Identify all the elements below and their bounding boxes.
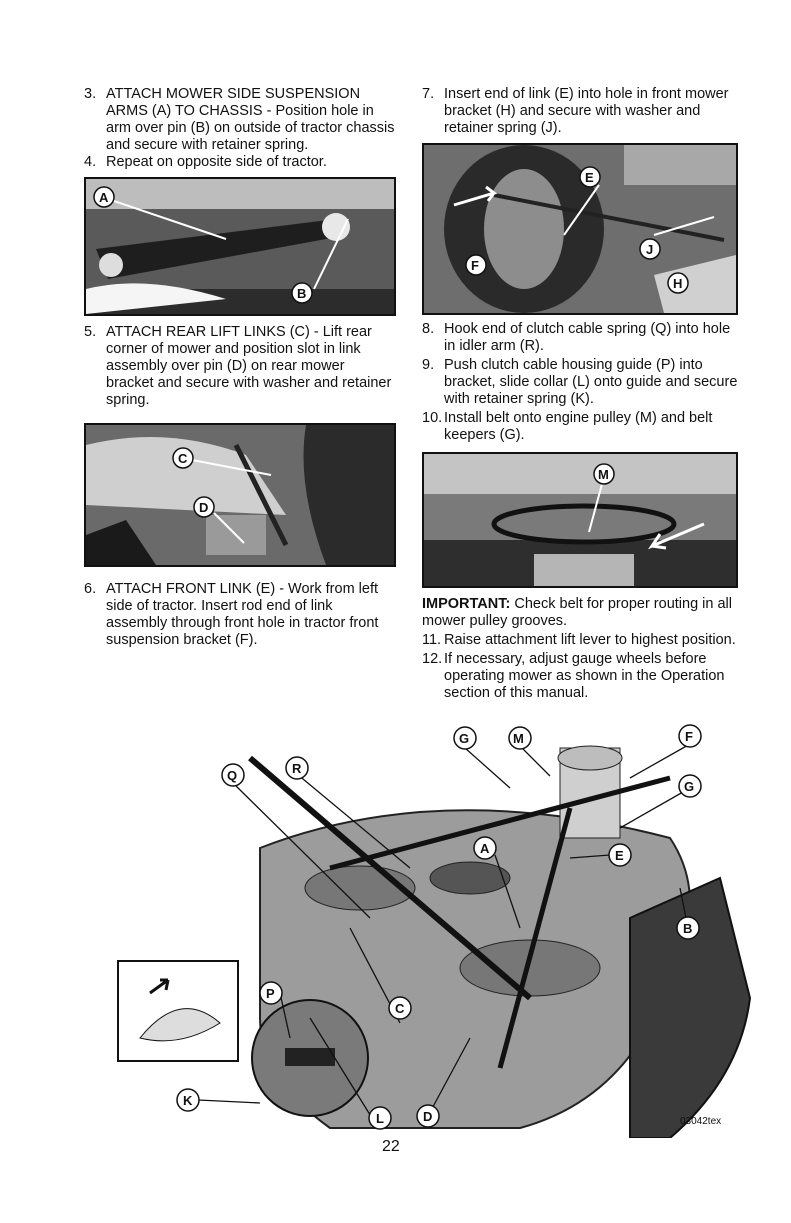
left-column: 3. ATTACH MOWER SIDE SUSPENSION ARMS (A)… xyxy=(84,86,396,651)
step-9: 9. Push clutch cable housing guide (P) i… xyxy=(422,357,742,408)
step-8: 8. Hook end of clutch cable spring (Q) i… xyxy=(422,321,742,355)
callout-m-group: M xyxy=(508,726,532,750)
step-6: 6. ATTACH FRONT LINK (E) - Work from lef… xyxy=(84,581,396,649)
important-label: IMPORTANT: xyxy=(422,596,511,612)
step-text: Push clutch cable housing guide (P) into… xyxy=(444,357,738,407)
step-text: Insert end of link (E) into hole in fron… xyxy=(444,86,729,136)
callout-l-group: L xyxy=(368,1106,392,1130)
step-number: 8. xyxy=(422,321,435,337)
callout-g-2: G xyxy=(684,779,694,794)
callout-r-group: R xyxy=(285,756,309,780)
step-text: ATTACH MOWER SIDE SUSPENSION ARMS (A) TO… xyxy=(106,86,395,153)
callout-e: E xyxy=(585,170,594,185)
step-number: 11. xyxy=(422,632,442,648)
callout-f-group: F xyxy=(678,724,702,748)
step-text: Install belt onto engine pulley (M) and … xyxy=(444,410,713,443)
page-number: 22 xyxy=(382,1138,400,1155)
photo-front-link: E F J H xyxy=(422,143,738,315)
callout-f-deck: F xyxy=(685,729,693,744)
step-text: If necessary, adjust gauge wheels before… xyxy=(444,651,725,701)
callout-g-group-2: G xyxy=(678,774,702,798)
callout-c-deck: C xyxy=(395,1001,405,1016)
step-number: 3. xyxy=(84,86,97,102)
step-text: Hook end of clutch cable spring (Q) into… xyxy=(444,321,731,354)
callout-k: K xyxy=(183,1093,193,1108)
step-4: 4. Repeat on opposite side of tractor. xyxy=(84,154,396,171)
step-number: 7. xyxy=(422,86,435,102)
step-number: 12. xyxy=(422,651,443,667)
photo-suspension-arm: A B xyxy=(84,177,396,316)
callout-r: R xyxy=(292,761,302,776)
mower-deck-diagram: Q R G M F G E A xyxy=(110,718,760,1139)
callout-e-group: E xyxy=(608,843,632,867)
step-7: 7. Insert end of link (E) into hole in f… xyxy=(422,86,742,137)
callout-b: B xyxy=(297,286,306,301)
photo-engine-pulley: M xyxy=(422,452,738,588)
step-number: 6. xyxy=(84,581,97,597)
callout-p-group: P xyxy=(259,981,283,1005)
step-11: 11. Raise attachment lift lever to highe… xyxy=(422,632,742,649)
step-number: 4. xyxy=(84,154,97,170)
step-text: ATTACH FRONT LINK (E) - Work from left s… xyxy=(106,581,379,648)
step-text: Repeat on opposite side of tractor. xyxy=(106,154,327,170)
callout-b-deck: B xyxy=(683,921,692,936)
important-note: IMPORTANT: Check belt for proper routing… xyxy=(422,596,742,630)
callout-j: J xyxy=(646,242,653,257)
callout-a: A xyxy=(99,190,109,205)
callout-d: D xyxy=(199,500,208,515)
step-5: 5. ATTACH REAR LIFT LINKS (C) - Lift rea… xyxy=(84,324,396,409)
step-number: 9. xyxy=(422,357,435,373)
callout-d-deck: D xyxy=(423,1109,432,1124)
callout-d-group: D xyxy=(416,1104,440,1128)
callout-c: C xyxy=(178,451,188,466)
important-text: Check belt for proper routing in all mow… xyxy=(422,596,732,629)
photo-rear-lift-link: C D xyxy=(84,423,396,567)
callout-c-group: C xyxy=(388,996,412,1020)
callout-h: H xyxy=(673,276,682,291)
callout-m: M xyxy=(598,467,609,482)
step-number: 10. xyxy=(422,410,443,426)
callout-q-group: Q xyxy=(221,763,245,787)
callout-p: P xyxy=(266,986,275,1001)
callout-g: G xyxy=(459,731,469,746)
callout-a-deck: A xyxy=(480,841,490,856)
callout-a-group: A xyxy=(473,836,497,860)
callout-b-group: B xyxy=(676,916,700,940)
callout-l: L xyxy=(376,1111,384,1126)
callout-e-deck: E xyxy=(615,848,624,863)
step-text: ATTACH REAR LIFT LINKS (C) - Lift rear c… xyxy=(106,324,392,408)
right-column: 7. Insert end of link (E) into hole in f… xyxy=(422,86,742,704)
callout-f: F xyxy=(471,258,479,273)
step-text: Raise attachment lift lever to highest p… xyxy=(444,632,736,648)
callout-m-deck: M xyxy=(513,731,524,746)
callout-g-group-1: G xyxy=(453,726,477,750)
figure-code: 03042tex xyxy=(680,1116,722,1127)
step-3: 3. ATTACH MOWER SIDE SUSPENSION ARMS (A)… xyxy=(84,86,396,154)
step-10: 10. Install belt onto engine pulley (M) … xyxy=(422,410,742,444)
callout-q: Q xyxy=(227,768,237,783)
step-number: 5. xyxy=(84,324,97,340)
callout-k-group: K xyxy=(176,1088,200,1112)
step-12: 12. If necessary, adjust gauge wheels be… xyxy=(422,651,742,702)
